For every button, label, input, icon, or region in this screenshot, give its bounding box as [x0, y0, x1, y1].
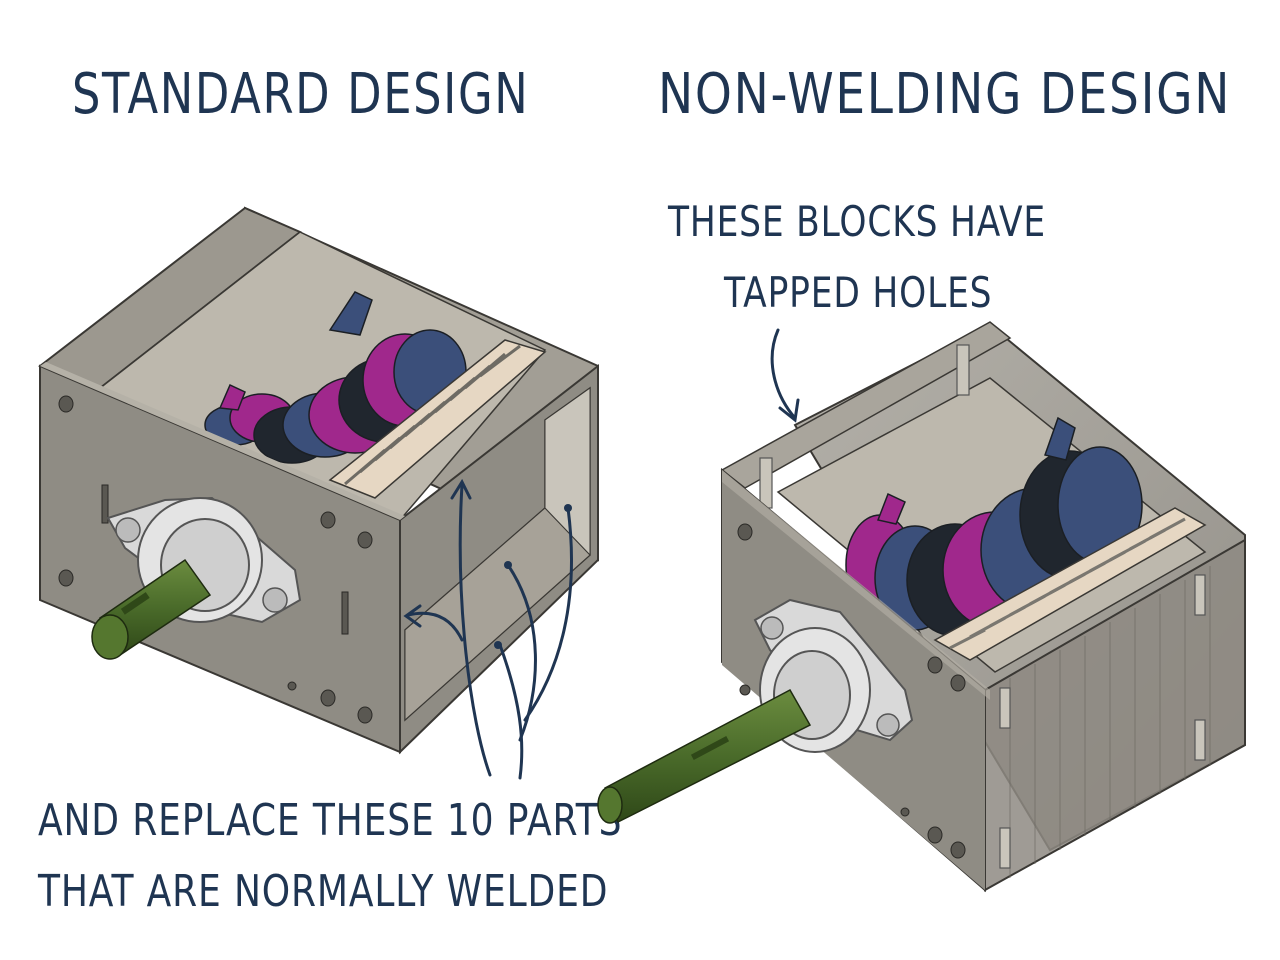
- arrow-to-part: [506, 563, 537, 742]
- slot: [341, 591, 349, 635]
- note-blocks-line-2: TAPPED HOLES: [724, 268, 993, 317]
- standard-shredder-model: [38, 206, 599, 755]
- title-non-welding-design: NON-WELDING DESIGN: [658, 62, 1232, 127]
- mounting-holes: [737, 523, 966, 859]
- note-blocks-line-1: THESE BLOCKS HAVE: [668, 197, 1046, 246]
- mounting-holes: [58, 395, 373, 724]
- spacer-comb: [328, 339, 547, 499]
- non-welding-shredder-model: [597, 321, 1246, 893]
- blade-tooth: [876, 492, 906, 525]
- blade-tooth: [1044, 416, 1076, 461]
- note-replace-line-1: AND REPLACE THESE 10 PARTS: [38, 795, 623, 846]
- slot: [101, 484, 109, 524]
- note-replace-line-2: THAT ARE NORMALLY WELDED: [38, 866, 609, 917]
- arrow-to-part: [523, 506, 573, 722]
- arrow-to-blocks: [770, 328, 797, 420]
- cutter-blades: [204, 291, 467, 464]
- arrow-to-part: [498, 643, 524, 780]
- arrow-endpoints: [494, 504, 572, 649]
- title-standard-design: STANDARD DESIGN: [72, 62, 530, 127]
- spacer-comb: [933, 507, 1207, 661]
- flange-bearing: [106, 496, 302, 624]
- arrow-head-icon: [403, 604, 422, 628]
- drive-shaft: [597, 688, 812, 824]
- drive-shaft: [91, 558, 212, 660]
- arrow-head-icon: [450, 478, 472, 500]
- blade-tooth: [328, 291, 373, 336]
- arrow-head-icon: [778, 398, 800, 423]
- arrow-to-frame: [406, 611, 464, 642]
- blade-tooth: [218, 383, 246, 411]
- annotation-arrows: [403, 328, 800, 780]
- arrow-to-comb: [458, 483, 492, 777]
